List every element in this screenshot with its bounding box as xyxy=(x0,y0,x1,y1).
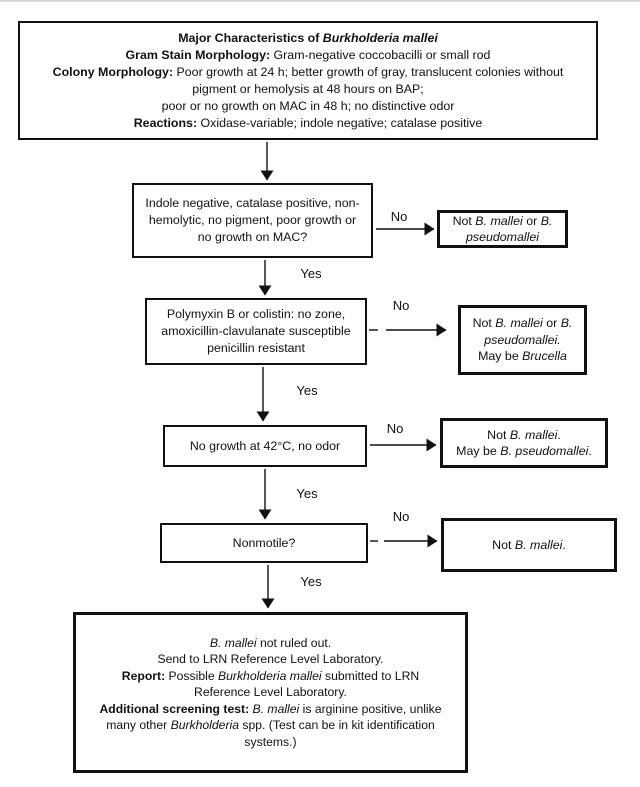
outcome-2-text: Not B. mallei or B.pseudomallei.May be B… xyxy=(472,316,573,364)
outcome-4-text: Not B. mallei. xyxy=(492,537,566,552)
decision-box-polymyxin: Polymyxin B or colistin: no zone,amoxici… xyxy=(145,298,367,365)
outcome-1-text: Not B. mallei or B.pseudomallei xyxy=(452,213,553,245)
yes-label-2: Yes xyxy=(294,383,320,398)
top-edge-divider xyxy=(0,0,640,2)
decision-nonmotile-text: Nonmotile? xyxy=(232,535,296,550)
decision-box-42c-growth: No growth at 42°C, no odor xyxy=(163,425,367,467)
decision-polymyxin-text: Polymyxin B or colistin: no zone,amoxici… xyxy=(161,307,351,355)
decision-mac-growth-text: Indole negative, catalase positive, non-… xyxy=(145,196,360,244)
yes-label-4: Yes xyxy=(298,574,324,589)
decision-42c-text: No growth at 42°C, no odor xyxy=(189,438,341,453)
outcome-box-may-be-pseudomallei: Not B. mallei.May be B. pseudomallei. xyxy=(440,418,608,468)
decision-box-nonmotile: Nonmotile? xyxy=(160,523,368,563)
final-report-text: B. mallei not ruled out.Send to LRN Refe… xyxy=(99,635,442,749)
yes-label-3: Yes xyxy=(294,486,320,501)
no-label-2: No xyxy=(390,298,412,313)
outcome-3-text: Not B. mallei.May be B. pseudomallei. xyxy=(456,427,592,459)
outcome-box-may-be-brucella: Not B. mallei or B.pseudomallei.May be B… xyxy=(458,305,587,375)
summary-text: Major Characteristics of Burkholderia ma… xyxy=(52,30,564,130)
final-report-box: B. mallei not ruled out.Send to LRN Refe… xyxy=(73,612,468,773)
no-label-1: No xyxy=(388,209,410,224)
yes-label-1: Yes xyxy=(298,266,324,281)
outcome-box-not-mallei: Not B. mallei. xyxy=(441,518,617,572)
outcome-box-not-mallei-or-pseudomallei: Not B. mallei or B.pseudomallei xyxy=(437,210,568,248)
no-label-4: No xyxy=(390,509,412,524)
no-label-3: No xyxy=(384,421,406,436)
summary-box: Major Characteristics of Burkholderia ma… xyxy=(18,21,598,140)
decision-box-mac-growth: Indole negative, catalase positive, non-… xyxy=(132,183,373,258)
